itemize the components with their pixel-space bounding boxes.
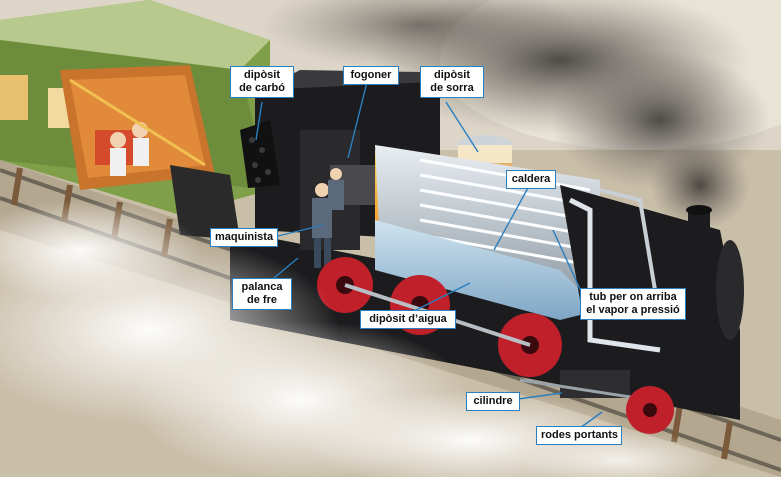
- water-tank-label: dipòsit d’aigua: [360, 310, 456, 329]
- leader-lines: [255, 77, 603, 429]
- boiler-label: caldera: [506, 170, 556, 189]
- driver-label: maquinista: [210, 228, 278, 247]
- cylinder-label: cilindre: [466, 392, 520, 411]
- carrying-wheels-label: rodes portants: [536, 426, 622, 445]
- smoke-plume: [260, 0, 770, 230]
- firebox-label: fogoner: [343, 66, 399, 85]
- passenger-carriage: [0, 0, 270, 240]
